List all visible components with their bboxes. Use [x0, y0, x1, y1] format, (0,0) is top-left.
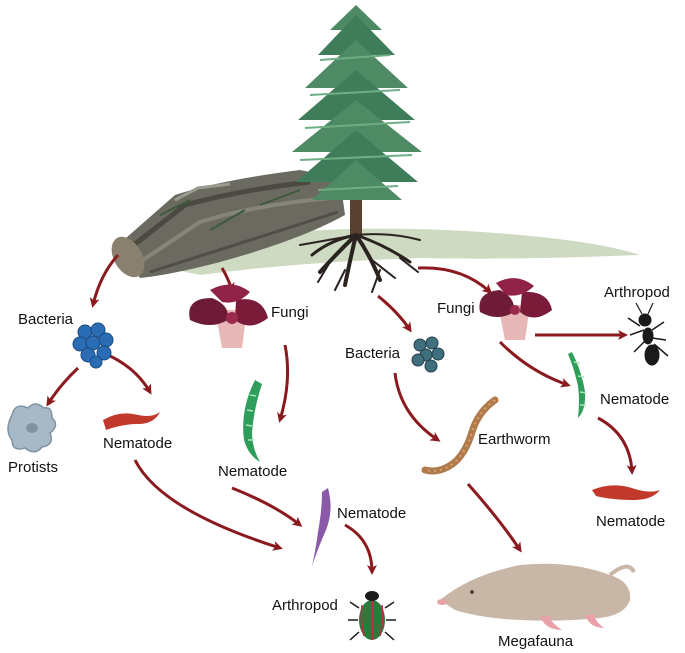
arrow-fungi-to-nematode: [277, 344, 290, 423]
nematode-icon: [592, 485, 660, 500]
label-nematode-right-upper: Nematode: [600, 391, 670, 408]
label-nematode-mid: Nematode: [218, 463, 288, 480]
label-nematode-center: Nematode: [337, 505, 407, 522]
arrow-bacteria-to-protists: [46, 366, 80, 407]
arrow-nematode-left-to-center: [133, 459, 283, 551]
log-icon: [111, 170, 345, 278]
beetle-icon: [348, 591, 396, 641]
arrows: [46, 253, 637, 575]
label-protists: Protists: [8, 459, 59, 476]
label-arthropod-top: Arthropod: [604, 284, 670, 301]
arrow-earthworm-to-megafauna: [466, 483, 522, 553]
arrow-log-to-bacteria: [89, 253, 120, 308]
ant-icon: [627, 302, 669, 366]
label-arthropod-bottom: Arthropod: [272, 597, 338, 614]
label-bacteria-mid: Bacteria: [345, 345, 401, 362]
mole-icon: [437, 563, 636, 630]
nematode-icon: [103, 412, 160, 430]
label-nematode-left: Nematode: [103, 435, 173, 452]
arrow-fungi-right-to-nematode: [498, 340, 571, 388]
label-earthworm: Earthworm: [478, 431, 551, 448]
roots-icon: [299, 233, 421, 293]
arrow-nematode-mid-to-center: [231, 486, 303, 527]
arrow-nematode-right-to-nematode: [597, 416, 637, 475]
nematode-icon: [312, 488, 331, 566]
label-megafauna: Megafauna: [498, 633, 574, 650]
bacteria-cluster-icon: [411, 336, 445, 373]
nematode-icon: [568, 352, 587, 418]
tree-icon: [292, 5, 422, 235]
arrow-nematode-center-to-arthropod: [344, 523, 377, 575]
mushroom-icon: [479, 278, 552, 340]
mushroom-icon: [189, 284, 268, 348]
label-bacteria-left: Bacteria: [18, 311, 74, 328]
arrow-bacteria-mid-to-earthworm: [393, 372, 441, 442]
label-fungi-right: Fungi: [437, 300, 475, 317]
earthworm-icon: [421, 396, 499, 475]
bacteria-cluster-icon: [72, 322, 114, 369]
arrow-bacteria-to-nematode: [107, 353, 152, 395]
arrow-roots-to-bacteria-mid: [377, 294, 412, 333]
label-fungi-left: Fungi: [271, 304, 309, 321]
protist-icon: [7, 403, 57, 453]
label-nematode-right-lower: Nematode: [596, 513, 666, 530]
arrow-roots-to-fungi-right: [417, 266, 493, 295]
nematode-icon: [243, 380, 262, 462]
